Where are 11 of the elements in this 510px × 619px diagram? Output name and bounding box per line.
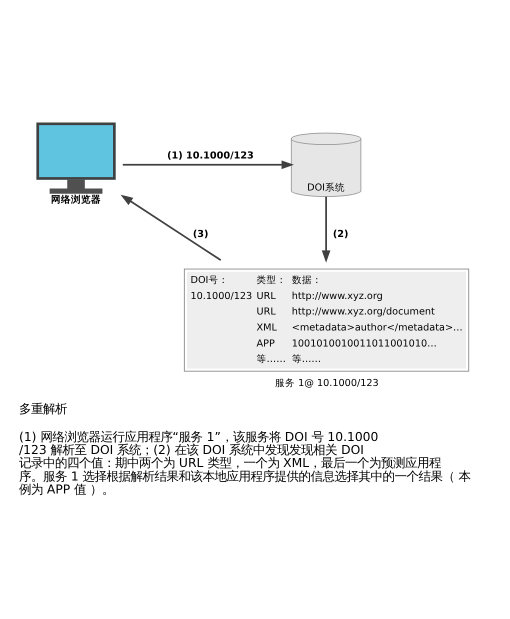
caption: (1) 网络浏览器运行应用程序“服务 1”，该服务将 DOI 号 10.1000/123 解析至 DOI 系统；(2) 在该 DOI 系统中发现发现相关 DOI 记录中的四个值：期中两个为 URL 类型，一个为 XML，最后一个为预测应用程序。服务 1 选择根据解析结果和该本地应用程序提供的信息选择其中的一个结果（ 本例为 APP 值 ）。 (19, 430, 471, 497)
diagram-title: 多重解析 (19, 402, 68, 416)
edge-label: (3) (192, 229, 208, 240)
node-box: DOI号： 类型： 数据： 10.1000/123 URL http://www.xyz.org URL http://www.xyz.org/document XML <metadata>author</metadata>… APP 1001010010011011001010… 等…… 等…… (184, 268, 470, 372)
edge-label: (1) 10.1000/123 (167, 150, 254, 162)
arrow (322, 196, 330, 263)
arrow (120, 194, 222, 261)
edge-label: (2) (332, 229, 348, 240)
arrow (122, 160, 294, 170)
node-label: 服务 1@ 10.1000/123 (275, 378, 379, 390)
node-label: 网络浏览器 (50, 194, 101, 206)
